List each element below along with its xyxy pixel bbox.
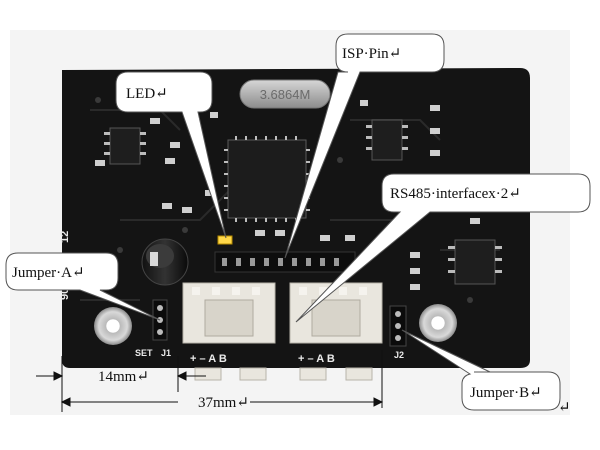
dimension-14mm [36,356,206,412]
connector-tabs [194,367,373,381]
j2-label: J2 [394,350,404,360]
j1-label: J1 [161,348,171,358]
callout-led: LED↵ [115,71,227,239]
ic-left [104,127,146,165]
rs485-connector-left [182,282,276,344]
callout-rs485-text: RS485·interfacex·2↵ [390,186,521,202]
electrolytic-capacitor [141,238,189,286]
callout-jumper-b: Jumper·B↵ [401,329,561,411]
crystal-oscillator: 3.6864M [239,79,331,109]
callout-isp-text: ISP·Pin↵ [342,46,401,62]
mounting-hole-left [94,307,132,345]
dimension-37mm-text: 37mm↵ [198,395,249,411]
trailing-return-mark: ↵ [558,400,571,416]
dimension-37mm [60,350,384,408]
callout-jumper-a-text: Jumper·A↵ [12,265,85,281]
smd-components [95,100,480,290]
callout-isp-pin: ISP·Pin↵ [284,33,445,259]
rs485-connector-right [289,282,383,344]
callout-jumper-b-text: Jumper·B↵ [470,385,542,401]
terminal-label-right: + – A B [298,353,335,365]
callout-led-text: LED↵ [126,86,168,102]
jumper-b-pins [389,305,407,347]
ic-bottom-right [448,239,502,285]
set-label: SET [135,348,153,358]
terminal-label-left: + – A B [190,353,227,365]
ic-right [366,119,408,161]
mounting-hole-right [419,304,457,342]
crystal-marking: 3.6864M [260,87,311,102]
isp-pin-header [214,251,356,273]
status-led [217,235,233,245]
mcu-chip [224,136,310,222]
dimension-14mm-text: 14mm↵ [98,369,149,385]
side-code-top: 12 [59,231,71,243]
callout-rs485: RS485·interfacex·2↵ [295,173,591,323]
callout-jumper-a: Jumper·A↵ [5,252,161,321]
